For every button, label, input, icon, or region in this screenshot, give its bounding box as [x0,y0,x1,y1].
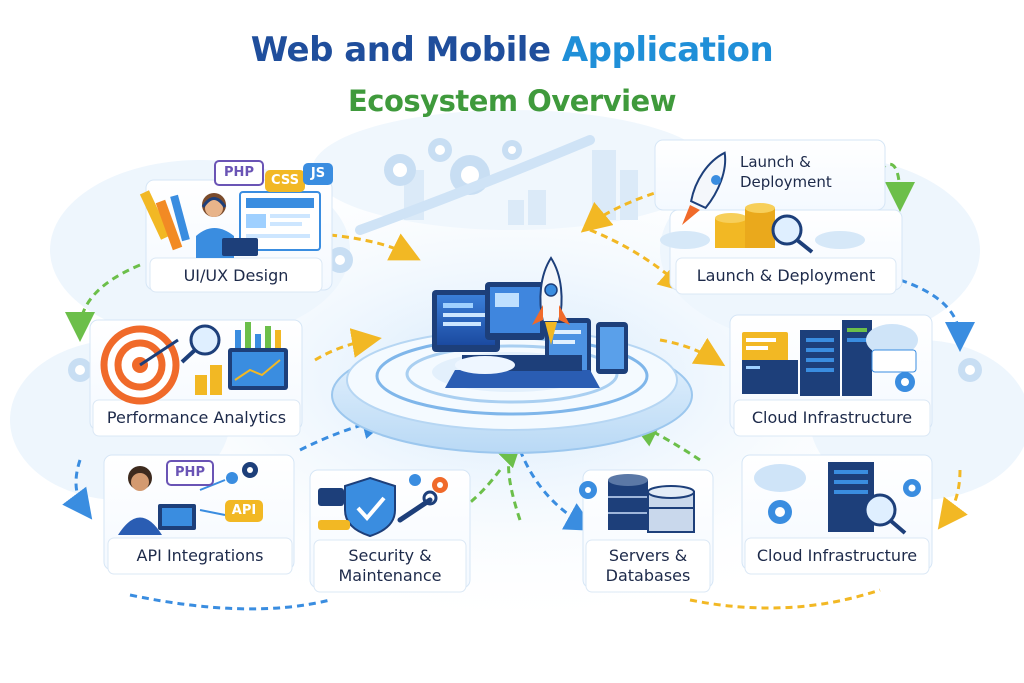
rocket-icon [532,256,570,345]
title-accent: Application [561,30,774,70]
title-main: Web and Mobile [250,30,551,70]
coins-illustration [660,203,865,254]
server-rack-illustration [742,320,918,396]
php-badge-api: PHP [166,460,214,486]
label-launch-deployment: Launch & Deployment [696,266,876,285]
central-platform [331,256,693,454]
page-title: Web and Mobile Application [0,30,1024,70]
designer-illustration [139,190,321,258]
label-security-maintenance: Security & Maintenance [338,546,442,585]
label-api-integrations: API Integrations [136,546,264,565]
label-cloud-infrastructure-top: Cloud Infrastructure [751,408,913,427]
label-performance-analytics: Performance Analytics [106,408,287,427]
database-icon [579,474,695,533]
analytics-illustration [100,322,288,405]
developer-illustration [118,462,258,535]
page-subtitle: Ecosystem Overview [347,84,677,118]
launch-rocket-illustration [682,151,727,225]
api-badge: API [225,500,263,522]
css-badge: CSS [265,170,305,192]
label-launch-small: Launch & Deployment [740,153,832,191]
js-badge: JS [303,163,333,185]
label-servers-databases: Servers & Databases [605,546,691,585]
label-cloud-infrastructure-bottom: Cloud Infrastructure [756,546,918,565]
pencil-icon [139,190,190,251]
device-cluster [432,282,628,388]
cloud-server-illustration [754,462,921,535]
php-badge: PHP [214,160,264,186]
shield-icon [318,474,448,538]
label-ui-ux-design: UI/UX Design [183,266,289,285]
